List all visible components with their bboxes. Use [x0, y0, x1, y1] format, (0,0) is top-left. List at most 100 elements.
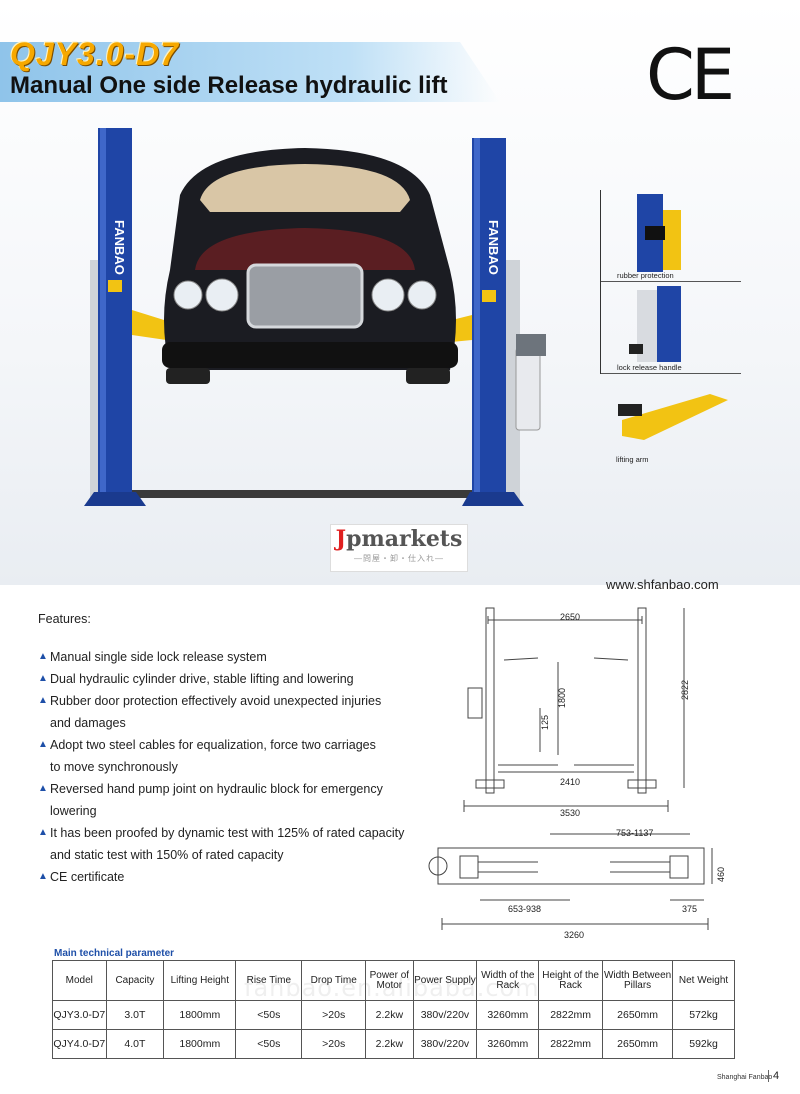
- feature-item-continued: and static test with 150% of rated capac…: [50, 848, 284, 862]
- thumb-lock-release-handle: lock release handle: [600, 282, 741, 374]
- table-cell: 2650mm: [602, 1000, 674, 1030]
- bullet-triangle-icon: ▲: [38, 739, 48, 750]
- dim-overall-width: 3530: [560, 808, 580, 818]
- car-windshield: [200, 164, 410, 212]
- bullet-triangle-icon: ▲: [38, 695, 48, 706]
- footer-brand: Shanghai Fanbao: [717, 1074, 773, 1081]
- rubber-protection-image: [637, 194, 681, 272]
- feature-item: ▲Adopt two steel cables for equalization…: [38, 734, 428, 756]
- tyre-left: [166, 368, 210, 384]
- website-link[interactable]: www.shfanbao.com: [606, 577, 719, 592]
- dim-min-height: 125: [540, 715, 550, 730]
- lock-release-handle-image: [629, 286, 681, 362]
- headlight-1: [173, 280, 203, 310]
- table-cell: 2.2kw: [365, 1000, 414, 1030]
- hydraulic-tank: [515, 347, 541, 431]
- table-cell: 1800mm: [163, 1000, 237, 1030]
- features-heading: Features:: [38, 612, 91, 626]
- bullet-triangle-icon: ▲: [38, 783, 48, 794]
- table-cell: QJY4.0-D7: [52, 1029, 107, 1059]
- product-photo-area: QJY3.0-D7 Manual One side Release hydrau…: [0, 0, 800, 585]
- bullet-triangle-icon: ▲: [38, 673, 48, 684]
- car-hood: [195, 228, 415, 270]
- technical-drawing: 2650 1800 125 2822 2410 3530 753-1137 46…: [428, 607, 726, 940]
- col-header: Power of Motor: [365, 960, 414, 1001]
- car-grille: [246, 263, 364, 329]
- model-title: QJY3.0-D7: [10, 36, 180, 72]
- thumb-caption: lifting arm: [616, 455, 649, 464]
- lifting-arm-image: [618, 394, 728, 440]
- hydraulic-motor: [516, 334, 546, 356]
- table-cell: 1800mm: [163, 1029, 237, 1059]
- thumb-caption: lock release handle: [617, 363, 682, 372]
- pillar-label-left: FANBAO: [112, 220, 127, 275]
- col-header: Drop Time: [301, 960, 367, 1001]
- feature-item: ▲Reversed hand pump joint on hydraulic b…: [38, 778, 428, 800]
- table-overlay-watermark: fanbao.en.alibaba.com: [244, 974, 540, 1002]
- pillar-left-base: [84, 492, 146, 506]
- table-cell: QJY3.0-D7: [52, 1000, 107, 1030]
- dim-offset: 375: [682, 904, 697, 914]
- headlight-4: [407, 280, 437, 310]
- table-cell: 2822mm: [538, 1000, 604, 1030]
- col-header: Width Between Pillars: [602, 960, 674, 1001]
- dim-lift-height: 1800: [557, 688, 567, 708]
- col-header: Capacity: [105, 960, 165, 1001]
- feature-item-continued: and damages: [50, 716, 126, 730]
- bullet-triangle-icon: ▲: [38, 871, 48, 882]
- col-header: Rise Time: [235, 960, 303, 1001]
- thumb-lifting-arm: lifting arm: [600, 374, 740, 466]
- wm-tagline: —問屋・卸・仕入れ—: [354, 554, 444, 563]
- feature-item: ▲Dual hydraulic cylinder drive, stable l…: [38, 668, 428, 690]
- table-cell: <50s: [235, 1029, 303, 1059]
- page-number: 4: [768, 1070, 779, 1082]
- tyre-right: [406, 368, 450, 384]
- thumb-rubber-protection: rubber protection: [600, 190, 741, 282]
- dim-inner-width: 2410: [560, 777, 580, 787]
- title-band: [0, 42, 500, 102]
- table-cell: 2650mm: [602, 1029, 674, 1059]
- table-row: QJY3.0-D7 3.0T 1800mm <50s >20s 2.2kw 38…: [52, 1000, 735, 1030]
- feature-item-continued: to move synchronously: [50, 760, 178, 774]
- table-cell: 3260mm: [476, 1000, 540, 1030]
- dim-depth: 460: [716, 867, 726, 882]
- plan-view: [428, 833, 713, 930]
- dim-height: 2822: [680, 680, 690, 700]
- feature-item-continued: lowering: [50, 804, 97, 818]
- dim-base-length: 3260: [564, 930, 584, 940]
- feature-item: ▲It has been proofed by dynamic test wit…: [38, 822, 428, 844]
- pillar-label-right: FANBAO: [486, 220, 501, 275]
- front-elevation: [463, 607, 685, 812]
- headlight-2: [205, 278, 239, 312]
- table-cell: 2.2kw: [365, 1029, 414, 1059]
- wm-brand-rest: pmarkets: [346, 526, 463, 552]
- col-header: Lifting Height: [163, 960, 237, 1001]
- table-cell: 380v/220v: [412, 1000, 478, 1030]
- dim-arm-right: 753-1137: [616, 828, 653, 838]
- floor-plate: [130, 490, 510, 498]
- table-cell: <50s: [235, 1000, 303, 1030]
- jpmarkets-watermark: Jpmarkets —問屋・卸・仕入れ—: [330, 524, 468, 572]
- table-cell: >20s: [301, 1029, 367, 1059]
- ce-mark: CE: [646, 34, 735, 116]
- table-cell: 2822mm: [538, 1029, 604, 1059]
- pillar-right-base: [462, 492, 524, 506]
- car-bumper: [162, 342, 458, 368]
- dim-arm-left: 653-938: [508, 904, 541, 914]
- tech-parameter-table: Model Capacity Lifting Height Rise Time …: [52, 960, 735, 1059]
- table-cell: >20s: [301, 1000, 367, 1030]
- table-header-row: Model Capacity Lifting Height Rise Time …: [52, 960, 735, 1001]
- feature-item: ▲CE certificate: [38, 866, 428, 888]
- table-row: QJY4.0-D7 4.0T 1800mm <50s >20s 2.2kw 38…: [52, 1029, 735, 1059]
- table-cell: 3260mm: [476, 1029, 540, 1059]
- table-cell: 4.0T: [105, 1029, 165, 1059]
- table-cell: 3.0T: [105, 1000, 165, 1030]
- col-header: Width of the Rack: [476, 960, 540, 1001]
- table-cell: 592kg: [672, 1029, 735, 1059]
- col-header: Model: [52, 960, 107, 1001]
- table-cell: 572kg: [672, 1000, 735, 1030]
- bullet-triangle-icon: ▲: [38, 651, 48, 662]
- tech-table-title: Main technical parameter: [54, 948, 175, 959]
- col-header: Net Weight: [672, 960, 735, 1001]
- thumb-caption: rubber protection: [617, 271, 674, 280]
